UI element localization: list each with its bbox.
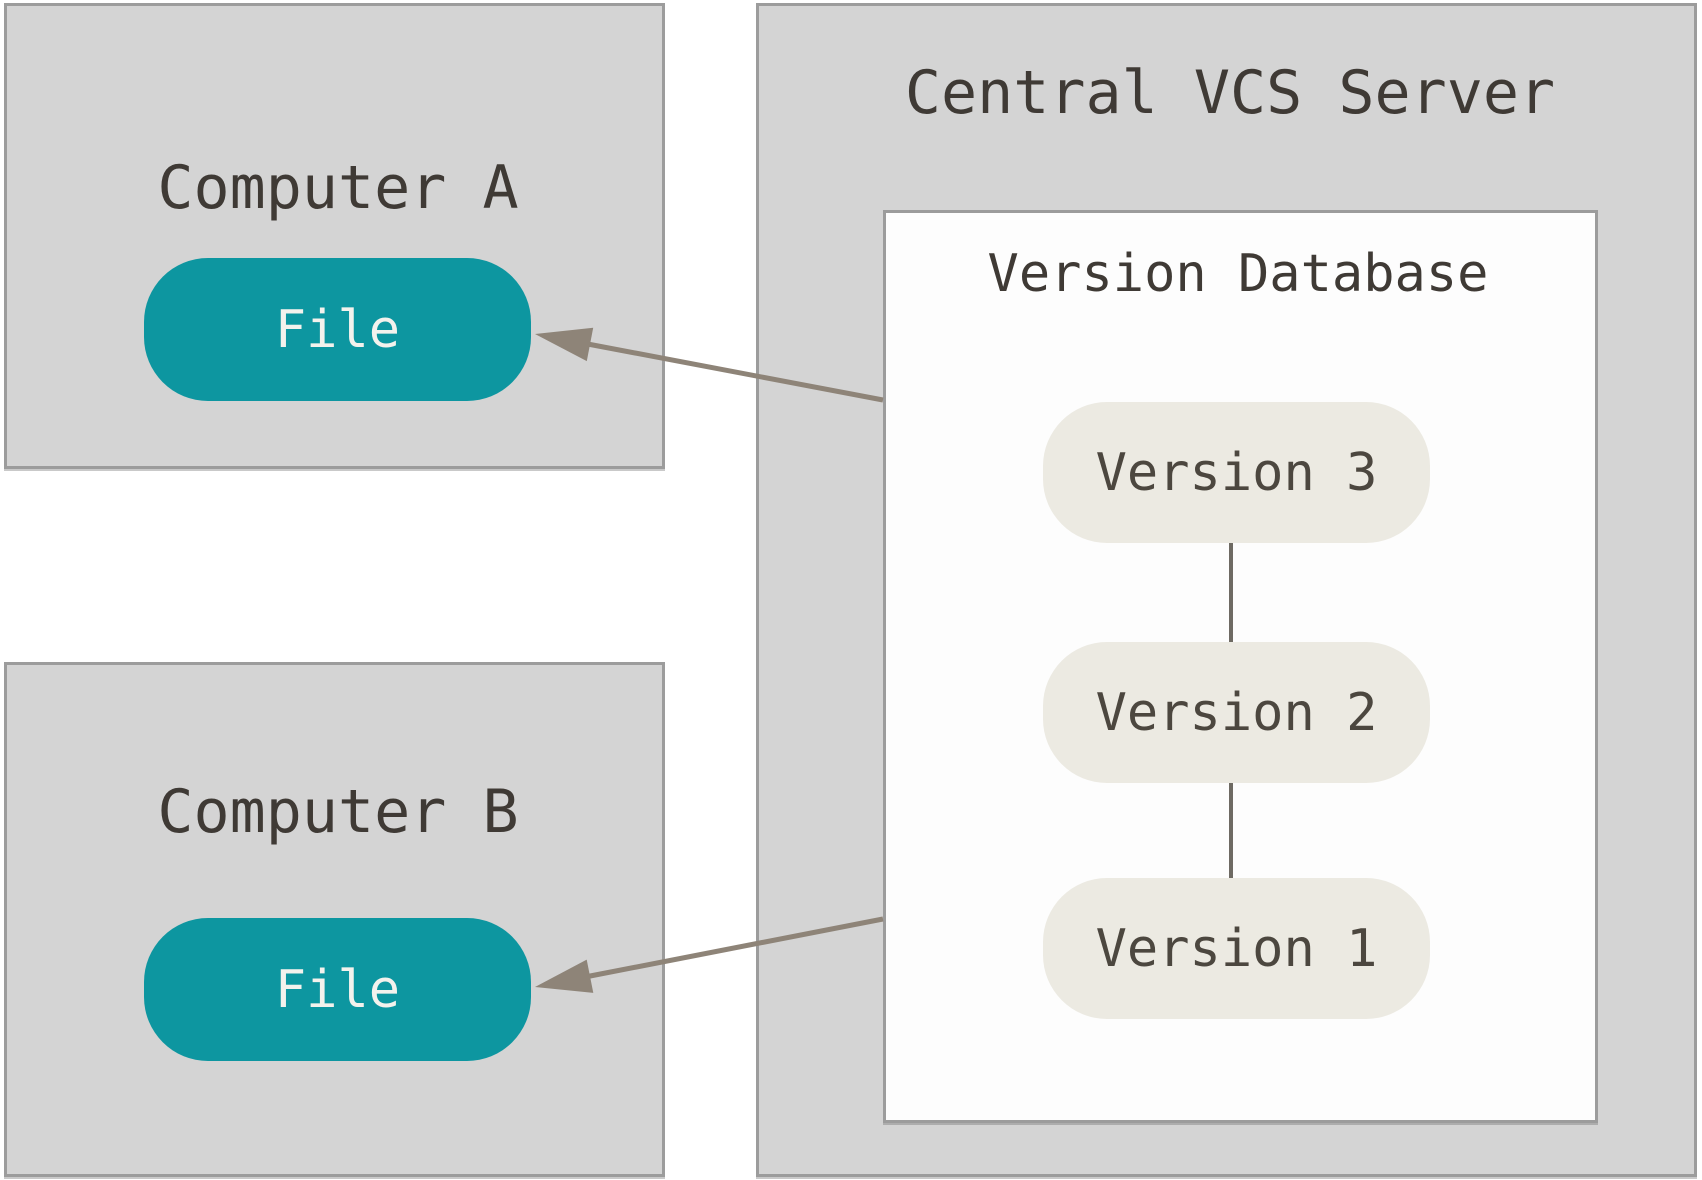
version-2-pill: Version 2 bbox=[1043, 642, 1430, 783]
computer-b-title: Computer B bbox=[157, 777, 519, 847]
version-1-pill: Version 1 bbox=[1043, 878, 1430, 1019]
version-1-label: Version 1 bbox=[1095, 918, 1378, 979]
version-2-label: Version 2 bbox=[1095, 682, 1378, 743]
computer-a-title: Computer A bbox=[157, 153, 519, 223]
computer-b-file-label: File bbox=[274, 959, 401, 1020]
computer-a-file-pill: File bbox=[144, 258, 531, 401]
version-database-title: Version Database bbox=[987, 244, 1489, 304]
computer-a-file-label: File bbox=[274, 299, 401, 360]
version-3-pill: Version 3 bbox=[1043, 402, 1430, 543]
central-vcs-server-title: Central VCS Server bbox=[904, 58, 1556, 128]
version-3-label: Version 3 bbox=[1095, 442, 1378, 503]
computer-b-file-pill: File bbox=[144, 918, 531, 1061]
